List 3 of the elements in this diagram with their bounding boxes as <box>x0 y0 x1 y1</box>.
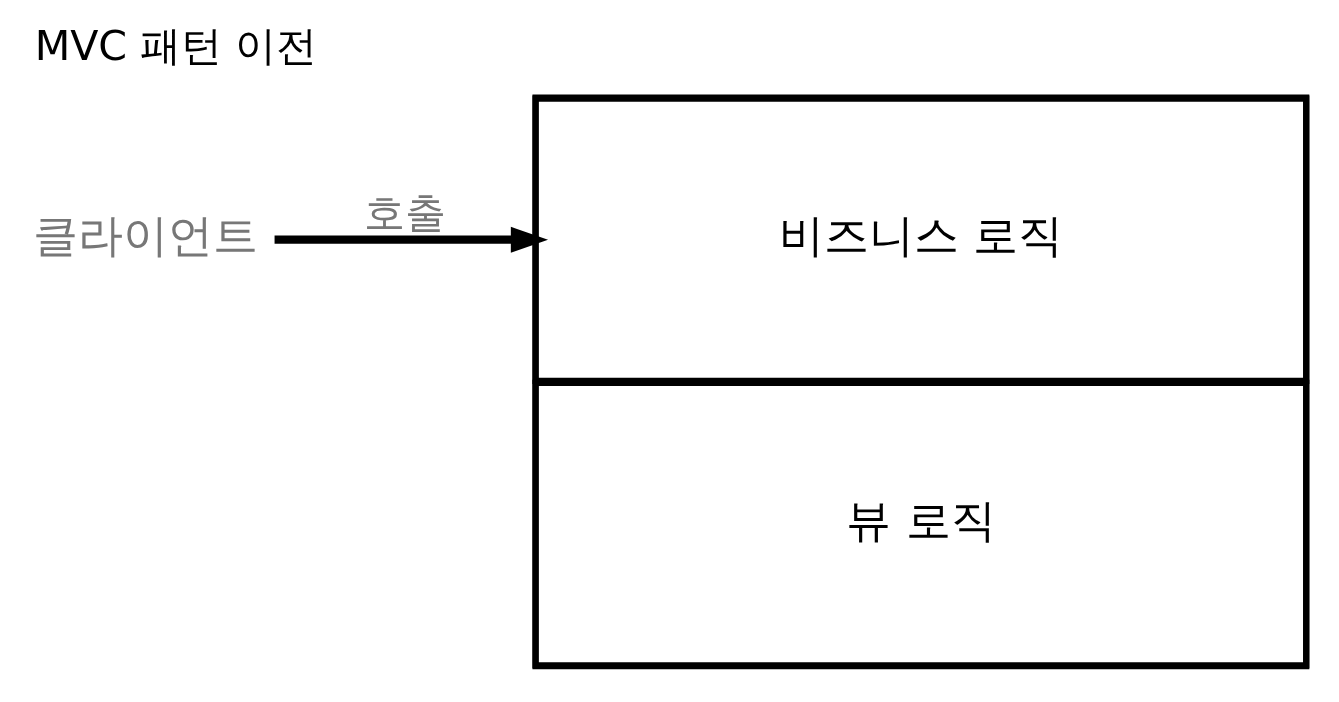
edge-label: 호출 <box>363 189 446 238</box>
diagram-title: MVC 패턴 이전 <box>34 22 318 71</box>
node-text: 클라이언트 <box>32 209 258 263</box>
